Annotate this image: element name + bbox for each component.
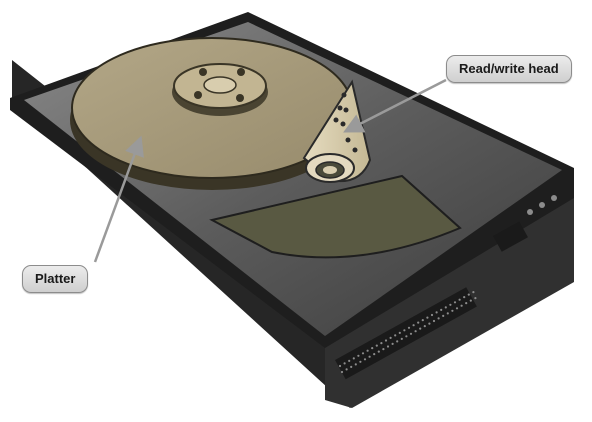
spindle-hub-icon — [172, 63, 268, 116]
platter-callout-arrow — [93, 135, 144, 263]
read-write-head-arm-icon — [302, 79, 372, 183]
platter-label: Platter — [22, 265, 89, 293]
connector-pin-grid — [338, 291, 477, 374]
actuator-magnet — [209, 174, 462, 259]
read-write-head-label: Read/write head — [446, 55, 572, 83]
head-callout-arrow — [343, 78, 447, 133]
